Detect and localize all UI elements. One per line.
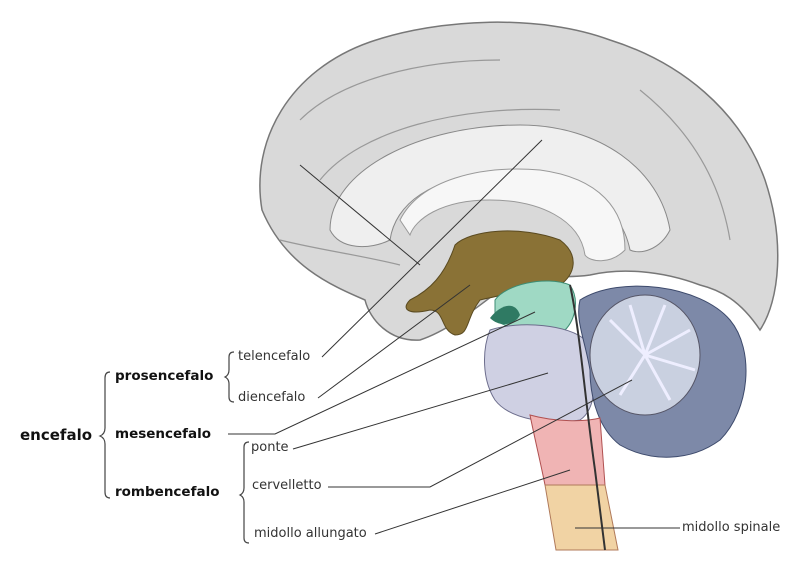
label-midollo-spinale: midollo spinale	[682, 520, 781, 535]
label-prosencefalo: prosencefalo	[115, 368, 214, 384]
braces	[98, 351, 250, 544]
pons	[484, 324, 595, 423]
label-midollo-allungato: midollo allungato	[254, 526, 367, 541]
spinal-cord	[544, 484, 619, 551]
medulla-oblongata	[529, 414, 606, 486]
label-cervelletto: cervelletto	[252, 478, 322, 493]
label-ponte: ponte	[251, 440, 289, 455]
corpus-callosum	[329, 124, 671, 253]
label-encefalo: encefalo	[20, 426, 93, 444]
label-telencefalo: telencefalo	[238, 349, 311, 364]
label-mesencefalo: mesencefalo	[115, 426, 212, 442]
label-diencefalo: diencefalo	[238, 390, 306, 405]
label-rombencefalo: rombencefalo	[115, 484, 220, 500]
leader-lines	[228, 139, 680, 535]
diencephalon	[405, 230, 574, 336]
